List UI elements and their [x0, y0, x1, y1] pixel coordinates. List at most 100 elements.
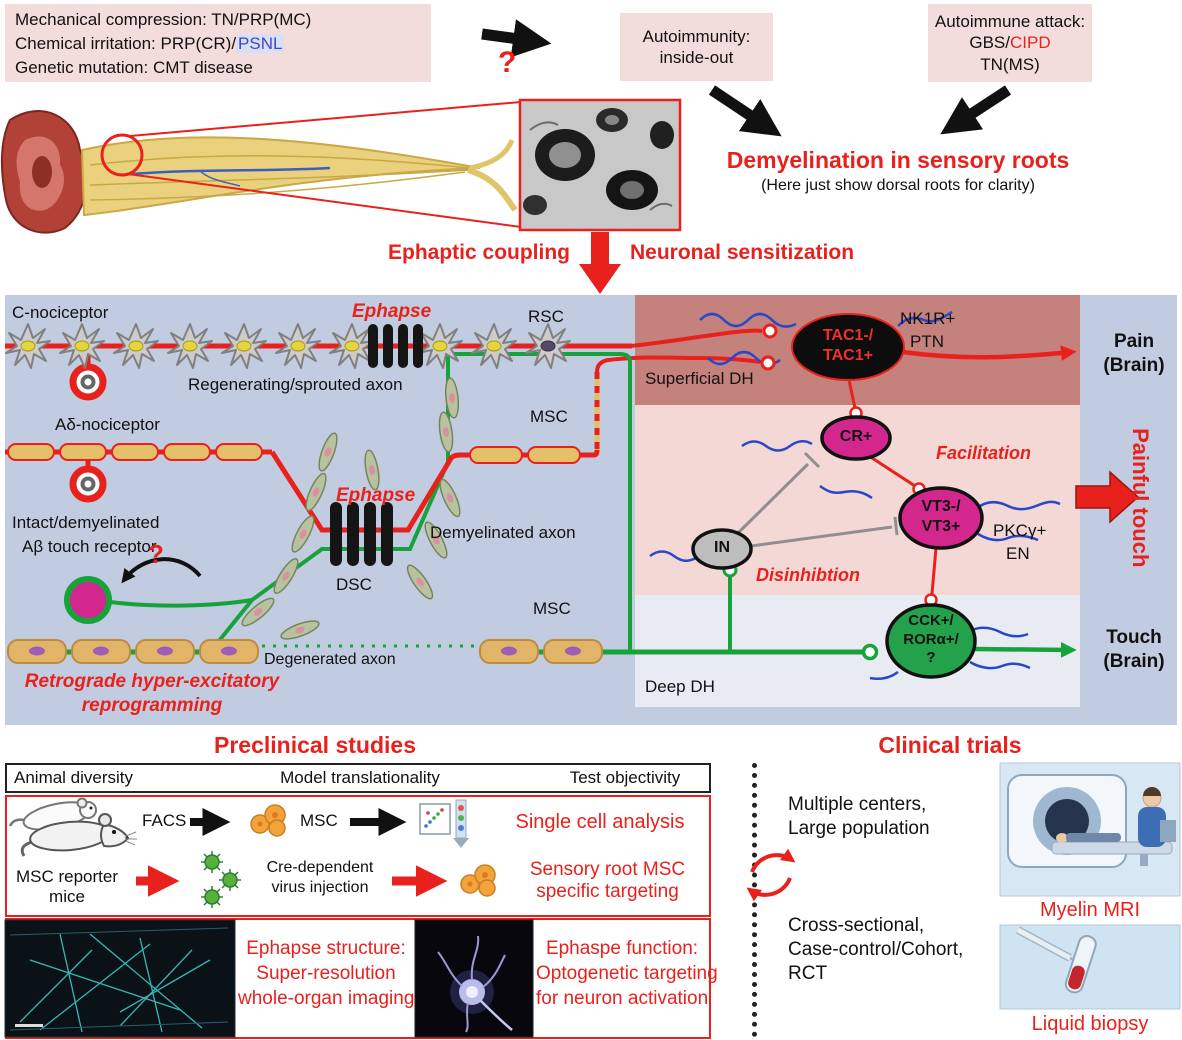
- myelin-mri-label: Myelin MRI: [1039, 899, 1140, 921]
- intact-receptor-label-2: Aβ touch receptor: [22, 537, 157, 556]
- facs-label: FACS: [142, 811, 187, 830]
- touch-label-1: Touch: [1106, 627, 1162, 648]
- criteria-col-3: Test objectivity: [569, 768, 681, 787]
- etiology-line-2: Chemical irritation: PRP(CR)/PSNL: [15, 32, 421, 56]
- touch-label-2: (Brain): [1103, 651, 1165, 672]
- superficial-dh-label: Superficial DH: [645, 369, 754, 388]
- clinical-title: Clinical trials: [878, 732, 1022, 758]
- gbs-label: GBS/: [969, 33, 1010, 53]
- criteria-col-1: Animal diversity: [14, 768, 134, 787]
- interneuron-label: IN: [714, 539, 730, 556]
- function-line-2: Optogenetic targeting: [536, 963, 718, 984]
- rsc-label: RSC: [528, 307, 564, 326]
- tac1-line-1: TAC1-/: [822, 327, 874, 344]
- reporter-label-1: MSC reporter: [15, 867, 119, 886]
- dsc-label: DSC: [336, 575, 372, 594]
- tac1-line-2: TAC1+: [823, 347, 873, 364]
- function-line-1: Ephaspe function:: [545, 938, 699, 959]
- ephapse-structure-caption: Ephapse structure: Super-resolution whol…: [238, 936, 414, 1011]
- autoimmunity-arrow: [708, 85, 782, 137]
- ptn-label: PTN: [910, 332, 944, 351]
- vt3-line-1: VT3-/: [921, 498, 961, 515]
- degenerated-axon-label: Degenerated axon: [264, 651, 396, 668]
- nk1r-label: NK1R+: [900, 309, 956, 328]
- cck-line-2: RORα+/: [903, 630, 959, 648]
- demyelination-down-arrow: [579, 232, 621, 294]
- msc-top-label: MSC: [530, 407, 568, 426]
- retrograde-label-2: reprogramming: [81, 695, 223, 716]
- design-label-3: RCT: [788, 963, 828, 984]
- cr-neuron-label: CR+: [839, 428, 873, 445]
- cre-label-1: Cre-dependent: [266, 859, 374, 876]
- etiology-question-mark: ?: [498, 46, 517, 79]
- single-cell-analysis-label: Single cell analysis: [515, 811, 685, 833]
- targeting-label-1: Sensory root MSC: [529, 859, 686, 880]
- cck-neuron-label: CCK+/ RORα+/ ?: [887, 612, 975, 668]
- criteria-header-box: [5, 763, 711, 793]
- neuronal-sensitization-label: Neuronal sensitization: [630, 241, 855, 264]
- reprogramming-question-mark: ?: [148, 539, 164, 569]
- intact-receptor-label-1: Intact/demyelinated: [12, 513, 160, 532]
- en-label: EN: [1006, 544, 1030, 563]
- ephapse-mid-label: Ephapse: [336, 485, 416, 506]
- structure-line-1: Ephapse structure:: [246, 938, 406, 959]
- liquid-biopsy-label: Liquid biopsy: [1031, 1013, 1149, 1035]
- demyelination-note: (Here just show dorsal roots for clarity…: [761, 177, 1035, 194]
- mri-image: [999, 762, 1181, 897]
- criteria-col-2: Model translationality: [280, 768, 440, 787]
- disinhibition-label: Disinhibtion: [756, 565, 860, 585]
- ephapse-function-caption: Ephaspe function: Optogenetic targeting …: [536, 936, 718, 1011]
- attack-line-1: Autoimmune attack:: [934, 12, 1086, 32]
- msc-bottom-label: MSC: [533, 599, 571, 618]
- ephapse-top-label: Ephapse: [352, 301, 432, 322]
- pain-label-2: (Brain): [1103, 355, 1165, 376]
- cck-line-3: ?: [926, 649, 936, 666]
- retrograde-label-1: Retrograde hyper-excitatory: [24, 671, 280, 692]
- attack-arrow: [940, 85, 1012, 135]
- preclinical-title: Preclinical studies: [214, 732, 416, 758]
- etiology-box: Mechanical compression: TN/PRP(MC) Chemi…: [5, 4, 431, 82]
- vt3-line-2: VT3+: [921, 518, 961, 535]
- attack-line-2: GBS/CIPD: [969, 32, 1050, 53]
- deep-dh-label: Deep DH: [645, 677, 715, 696]
- liquid-biopsy-image: [999, 924, 1181, 1010]
- painful-touch-label: Painful touch: [1127, 428, 1153, 568]
- c-nociceptor-label: C-nociceptor: [12, 303, 109, 322]
- cipd-label: CIPD: [1010, 33, 1051, 53]
- structure-line-3: whole-organ imaging: [238, 988, 415, 1009]
- etiology-line-3: Genetic mutation: CMT disease: [15, 58, 253, 77]
- a-delta-label: Aδ-nociceptor: [55, 415, 160, 434]
- centers-label-1: Multiple centers,: [788, 794, 927, 815]
- demyelinated-axon-label: Demyelinated axon: [430, 523, 576, 542]
- preclinical-methods-box: [5, 795, 711, 917]
- attack-line-3: TN(MS): [980, 54, 1040, 74]
- pain-label-1: Pain: [1113, 331, 1155, 352]
- demyelination-title: Demyelination in sensory roots: [726, 147, 1070, 173]
- etiology-line-1: Mechanical compression: TN/PRP(MC): [15, 10, 312, 29]
- design-label-2: Case-control/Cohort,: [788, 939, 964, 960]
- msc-label: MSC: [300, 811, 338, 830]
- facilitation-label: Facilitation: [936, 443, 1032, 463]
- pkc-label: PKCγ+: [993, 521, 1047, 540]
- electron-micrograph-image: [518, 98, 682, 232]
- ephaptic-coupling-label: Ephaptic coupling: [388, 241, 570, 264]
- autoimmune-attack-box: Autoimmune attack: GBS/CIPD TN(MS): [928, 4, 1092, 82]
- section-divider-dotted: [752, 763, 757, 1037]
- cre-label-2: virus injection: [271, 879, 369, 896]
- cck-line-1: CCK+/: [908, 612, 954, 629]
- autoimmunity-line-1: Autoimmunity:: [642, 26, 751, 46]
- reporter-label-2: mice: [49, 887, 85, 906]
- centers-label-2: Large population: [788, 818, 930, 839]
- autoimmunity-line-2: inside-out: [659, 48, 734, 67]
- structure-line-2: Super-resolution: [256, 963, 396, 984]
- etiology-line-2a: Chemical irritation: PRP(CR)/: [15, 34, 237, 53]
- ptn-neuron-label: TAC1-/ TAC1+: [792, 326, 904, 366]
- nerve-illustration: [80, 136, 518, 217]
- design-label-1: Cross-sectional,: [788, 915, 925, 936]
- targeting-label-2: specific targeting: [536, 881, 679, 902]
- function-line-3: for neuron activation: [536, 988, 709, 1009]
- cause-arrow: [481, 19, 552, 58]
- magnifier-circle: [100, 101, 522, 228]
- spinal-cord-illustration: [0, 110, 88, 234]
